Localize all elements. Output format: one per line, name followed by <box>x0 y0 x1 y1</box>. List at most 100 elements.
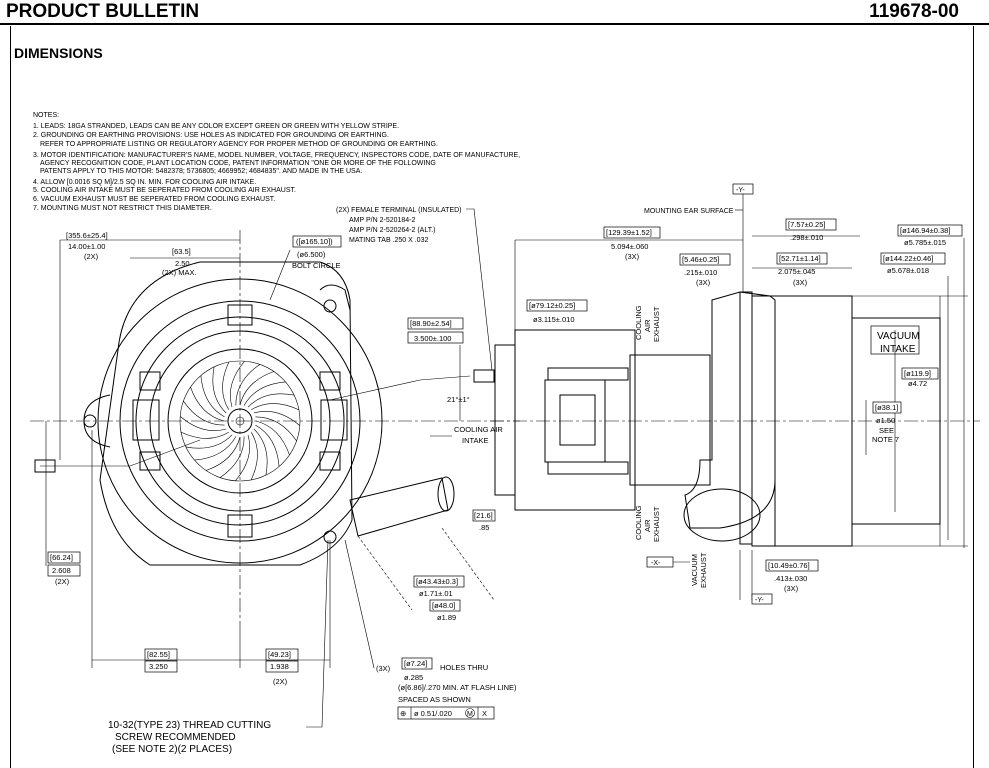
terminal-callout: (2X) FEMALE TERMINAL (INSULATED) AMP P/N… <box>336 207 493 371</box>
note-line: 6. VACUUM EXHAUST MUST BE SEPERATED FROM… <box>33 196 275 203</box>
impeller-vane <box>235 434 250 481</box>
bulletin-title: PRODUCT BULLETIN <box>6 1 200 22</box>
dim-label: 3.250 <box>149 662 168 671</box>
screw-note: SCREW RECOMMENDED <box>115 732 236 743</box>
dim-label: (3X) <box>793 278 808 287</box>
dim-label: NOTE 7 <box>872 435 899 444</box>
dim-label: ø4.72 <box>908 379 927 388</box>
datum-y-tag-bottom: -Y- <box>755 597 764 604</box>
dim-label: 2.075±.045 <box>778 267 815 276</box>
side-view <box>490 291 980 547</box>
impeller-vane <box>200 375 225 418</box>
dim-label: 5.094±.060 <box>611 242 648 251</box>
dim-label: BOLT CIRCLE <box>292 261 341 270</box>
impeller-vane <box>194 436 237 461</box>
mount-ear-label: MOUNTING EAR SURFACE <box>644 208 734 215</box>
vacuum-intake-label: VACUUM <box>877 331 920 342</box>
dim-label: [66.24] <box>50 553 73 562</box>
dim-label: [ø48.0] <box>432 601 455 610</box>
dim-label: [49.23] <box>268 650 291 659</box>
svg-text:EXHAUST: EXHAUST <box>652 306 661 342</box>
datum-x-tag: -X- <box>651 560 661 567</box>
vacuum-exhaust-label: VACUUM EXHAUST <box>690 552 708 588</box>
page-frame <box>10 26 974 768</box>
impeller-vane <box>253 428 268 476</box>
svg-text:COOLING: COOLING <box>634 305 643 340</box>
holes-label: SPACED AS SHOWN <box>398 695 471 704</box>
vacuum-intake-label: INTAKE <box>880 344 916 355</box>
dim-label: (2X) <box>55 577 70 586</box>
svg-text:EXHAUST: EXHAUST <box>652 506 661 542</box>
impeller-vane <box>183 400 225 426</box>
dim-label: (2X) <box>273 677 288 686</box>
holes-label: (3X) <box>376 664 391 673</box>
dim-label: [88.90±2.54] <box>410 319 452 328</box>
cooling-intake-label: INTAKE <box>462 436 489 445</box>
dim-label: .298±.010 <box>790 233 823 242</box>
front-view <box>30 230 520 630</box>
dim-label: [10.49±0.76] <box>768 561 810 570</box>
note-line: 5. COOLING AIR INTAKE MUST BE SEPERATED … <box>33 187 296 194</box>
impeller-vane <box>205 436 241 471</box>
holes-label: (ø[6.86]/.270 MIN. AT FLASH LINE) <box>398 683 517 692</box>
dim-label: ø5.785±.015 <box>904 238 946 247</box>
impeller-vane <box>251 403 300 411</box>
dim-label: .215±.010 <box>684 268 717 277</box>
impeller-vane <box>247 393 295 408</box>
impeller-vane <box>250 432 258 481</box>
svg-text:VACUUM: VACUUM <box>690 554 699 586</box>
dim-label: [63.5] <box>172 247 191 256</box>
impeller-vane <box>243 381 286 406</box>
dim-label: 2.50 <box>175 259 190 268</box>
notes-block: NOTES: 1. LEADS: 18GA STRANDED, LEADS CA… <box>33 112 520 212</box>
holes-label: [ø7.24] <box>404 659 427 668</box>
dim-label: ø1.71±.01 <box>419 589 453 598</box>
dim-label: [5.46±0.25] <box>682 255 719 264</box>
dim-label: 2.608 <box>52 566 71 575</box>
terminal-note: MATING TAB .250 X .032 <box>349 237 428 244</box>
part-number: 119678-00 <box>869 1 959 22</box>
dim-label: 1.938 <box>270 662 289 671</box>
dim-label: [ø43.43±0.3] <box>416 577 458 586</box>
terminal-note: AMP P/N 2-520184-2 <box>349 217 416 224</box>
dim-label: (2X) <box>84 252 99 261</box>
dim-label: ø5.678±.018 <box>887 266 929 275</box>
impeller-vane <box>180 416 227 431</box>
dim-label: SEE <box>879 426 894 435</box>
dim-label: (3X) <box>784 584 799 593</box>
dim-label: [ø144.22±0.46] <box>883 254 933 263</box>
dim-label: [82.55] <box>147 650 170 659</box>
datum-y-tag: -Y- <box>736 187 745 194</box>
fcf-symbol: ⊕ <box>400 709 406 718</box>
svg-text:AIR: AIR <box>643 319 652 332</box>
cooling-exhaust-bottom: COOLING AIR EXHAUST <box>634 505 661 542</box>
impeller-vane <box>255 420 290 456</box>
dim-label: [ø79.12±0.25] <box>529 301 575 310</box>
impeller-vane <box>219 436 245 478</box>
screw-note: 10-32(TYPE 23) THREAD CUTTING <box>108 720 271 731</box>
note-line: 1. LEADS: 18GA STRANDED, LEADS CAN BE AN… <box>33 123 399 130</box>
note-line: AGENCY RECOGNITION CODE, PLANT LOCATION … <box>40 160 436 167</box>
svg-text:AIR: AIR <box>643 519 652 532</box>
fcf-modifier: M <box>467 711 473 718</box>
terminal-note: (2X) FEMALE TERMINAL (INSULATED) <box>336 207 462 214</box>
dim-label: [355.6±25.4] <box>66 231 108 240</box>
front-dimensions: [355.6±25.4] 14.00±1.00 (2X) [63.5] 2.50… <box>45 231 517 755</box>
dim-label: [ø38.1] <box>875 403 898 412</box>
dim-label: (3X) <box>625 252 640 261</box>
note-line: 4. ALLOW [0.0016 SQ M]/2.5 SQ IN. MIN. F… <box>33 179 256 186</box>
fcf-datum: X <box>482 709 487 718</box>
impeller-vane <box>255 416 297 442</box>
dim-label: (3X) <box>696 278 711 287</box>
dim-label: 14.00±1.00 <box>68 242 105 251</box>
page-header: PRODUCT BULLETIN 119678-00 <box>0 0 989 24</box>
impeller-vane <box>239 371 275 406</box>
impeller-vane <box>212 366 227 414</box>
svg-text:EXHAUST: EXHAUST <box>699 552 708 588</box>
header-rule <box>0 23 989 25</box>
impeller-vane <box>185 434 233 449</box>
note-line: 3. MOTOR IDENTIFICATION: MANUFACTURER'S … <box>33 152 520 159</box>
dim-label: .85 <box>479 523 489 532</box>
cooling-exhaust-top: COOLING AIR EXHAUST <box>634 305 661 342</box>
